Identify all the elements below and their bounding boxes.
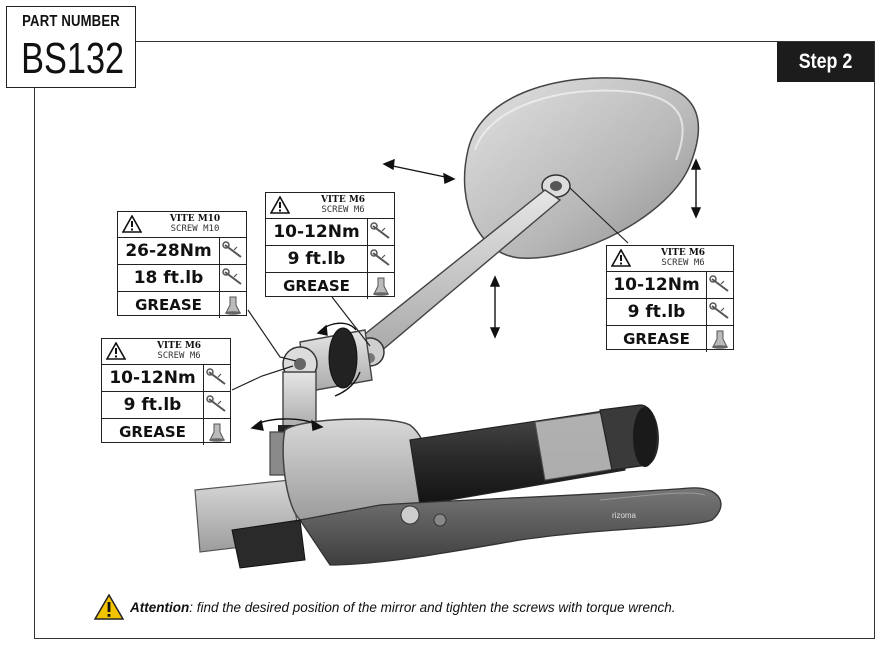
grease-label: GREASE [607, 326, 707, 352]
brake-lever: rizoma [231, 487, 722, 569]
caution-triangle-icon [94, 594, 124, 620]
torque-wrench-icon [709, 302, 729, 319]
part-number-value: BS132 [21, 34, 125, 83]
spec-subtitle: SCREW M6 [321, 205, 365, 215]
torque-wrench-icon [370, 249, 390, 266]
attention-label: Attention [130, 599, 190, 615]
grease-label: GREASE [118, 292, 220, 318]
adjustment-arrows [250, 158, 702, 431]
torque-ftlb-value: 9 ft.lb [607, 299, 707, 325]
step-label: Step 2 [798, 50, 853, 73]
warning-triangle-icon [611, 249, 631, 267]
leader-lines [231, 187, 629, 391]
torque-wrench-icon [709, 275, 729, 292]
instruction-frame [34, 41, 875, 639]
torque-ftlb-value: 18 ft.lb [118, 265, 220, 291]
step-badge: Step 2 [777, 42, 874, 82]
torque-wrench-icon [206, 395, 226, 412]
warning-triangle-icon [106, 342, 126, 360]
torque-wrench-icon [370, 222, 390, 239]
torque-nm-value: 10-12Nm [266, 219, 368, 245]
part-number-label: PART NUMBER [22, 13, 120, 30]
spec-box-m10: VITE M10 SCREW M10 26-28Nm 18 ft.lb GREA… [117, 211, 247, 318]
torque-wrench-icon [222, 268, 242, 285]
torque-wrench-icon [206, 368, 226, 385]
lever-logo: rizoma [612, 511, 637, 520]
attention-text: Attention: find the desired position of … [130, 600, 676, 615]
grease-tube-icon [209, 423, 225, 442]
spec-box-m6-left: VITE M6 SCREW M6 10-12Nm 9 ft.lb GREASE [101, 338, 231, 445]
spec-title: VITE M6 [320, 195, 366, 205]
warning-triangle-icon [122, 215, 142, 233]
grease-tube-icon [712, 330, 728, 349]
part-number-box: PART NUMBER BS132 [6, 6, 136, 88]
spec-box-m6-top: VITE M6 SCREW M6 10-12Nm 9 ft.lb GREASE [265, 192, 395, 299]
spec-box-m6-right: VITE M6 SCREW M6 10-12Nm 9 ft.lb GREASE [606, 245, 734, 352]
grease-tube-icon [373, 277, 389, 296]
attention-body: : find the desired position of the mirro… [189, 599, 676, 615]
torque-nm-value: 10-12Nm [607, 272, 707, 298]
attention-note: Attention: find the desired position of … [94, 593, 676, 621]
warning-triangle-icon [270, 196, 290, 214]
torque-ftlb-value: 9 ft.lb [266, 246, 368, 272]
handlebar [194, 404, 659, 553]
torque-ftlb-value: 9 ft.lb [102, 392, 204, 418]
grease-label: GREASE [266, 273, 368, 299]
torque-nm-value: 26-28Nm [118, 238, 220, 264]
spec-subtitle: SCREW M6 [157, 351, 201, 361]
spec-title: VITE M6 [156, 341, 202, 351]
torque-nm-value: 10-12Nm [102, 365, 204, 391]
spec-title: VITE M6 [660, 248, 706, 258]
torque-wrench-icon [222, 241, 242, 258]
spec-subtitle: SCREW M10 [170, 224, 220, 234]
grease-tube-icon [225, 296, 241, 315]
grease-label: GREASE [102, 419, 204, 445]
spec-title: VITE M10 [169, 214, 221, 224]
spec-subtitle: SCREW M6 [661, 258, 705, 268]
